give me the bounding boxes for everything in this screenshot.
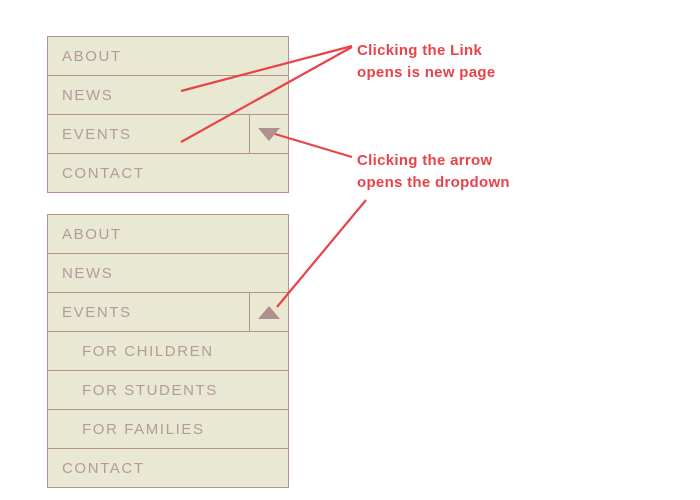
submenu-item-for-students[interactable]: FOR STUDENTS: [48, 371, 288, 410]
menu-item-contact[interactable]: CONTACT: [48, 449, 288, 487]
menu-item-label: NEWS: [62, 264, 114, 282]
menu-item-label: EVENTS: [62, 303, 132, 321]
annotation-link-note: Clicking the Link opens is new page: [357, 40, 495, 84]
menu-item-about[interactable]: ABOUT: [48, 37, 288, 76]
menu-item-about[interactable]: ABOUT: [48, 215, 288, 254]
leader-line-up-arrow: [276, 199, 367, 308]
chevron-down-icon[interactable]: [249, 115, 288, 153]
annotation-link-note-line1: Clicking the Link: [357, 42, 483, 59]
chevron-up-icon[interactable]: [249, 293, 288, 331]
menu-item-label: ABOUT: [62, 47, 122, 65]
chevron-up-glyph: [258, 305, 280, 319]
submenu-item-for-families[interactable]: FOR FAMILIES: [48, 410, 288, 449]
menu-item-label: NEWS: [62, 86, 114, 104]
menu-item-contact[interactable]: CONTACT: [48, 154, 288, 192]
nav-menu-expanded: ABOUT NEWS EVENTS FOR CHILDREN FOR STUDE…: [47, 214, 289, 488]
annotation-arrow-note: Clicking the arrow opens the dropdown: [357, 150, 510, 194]
submenu-item-for-children[interactable]: FOR CHILDREN: [48, 332, 288, 371]
chevron-down-glyph: [258, 127, 280, 141]
menu-item-news[interactable]: NEWS: [48, 76, 288, 115]
menu-item-events[interactable]: EVENTS: [48, 293, 288, 332]
submenu-item-label: FOR CHILDREN: [82, 342, 214, 360]
menu-item-events[interactable]: EVENTS: [48, 115, 288, 154]
annotation-link-note-line2: opens is new page: [357, 64, 496, 81]
submenu-item-label: FOR FAMILIES: [82, 420, 205, 438]
menu-item-label: EVENTS: [62, 125, 132, 143]
menu-item-label: CONTACT: [62, 164, 145, 182]
annotation-arrow-note-line1: Clicking the arrow: [357, 152, 493, 169]
submenu-item-label: FOR STUDENTS: [82, 381, 218, 399]
menu-item-label: ABOUT: [62, 225, 122, 243]
menu-item-news[interactable]: NEWS: [48, 254, 288, 293]
annotation-arrow-note-line2: opens the dropdown: [357, 174, 510, 191]
nav-menu-collapsed: ABOUT NEWS EVENTS CONTACT: [47, 36, 289, 193]
menu-item-label: CONTACT: [62, 459, 145, 477]
